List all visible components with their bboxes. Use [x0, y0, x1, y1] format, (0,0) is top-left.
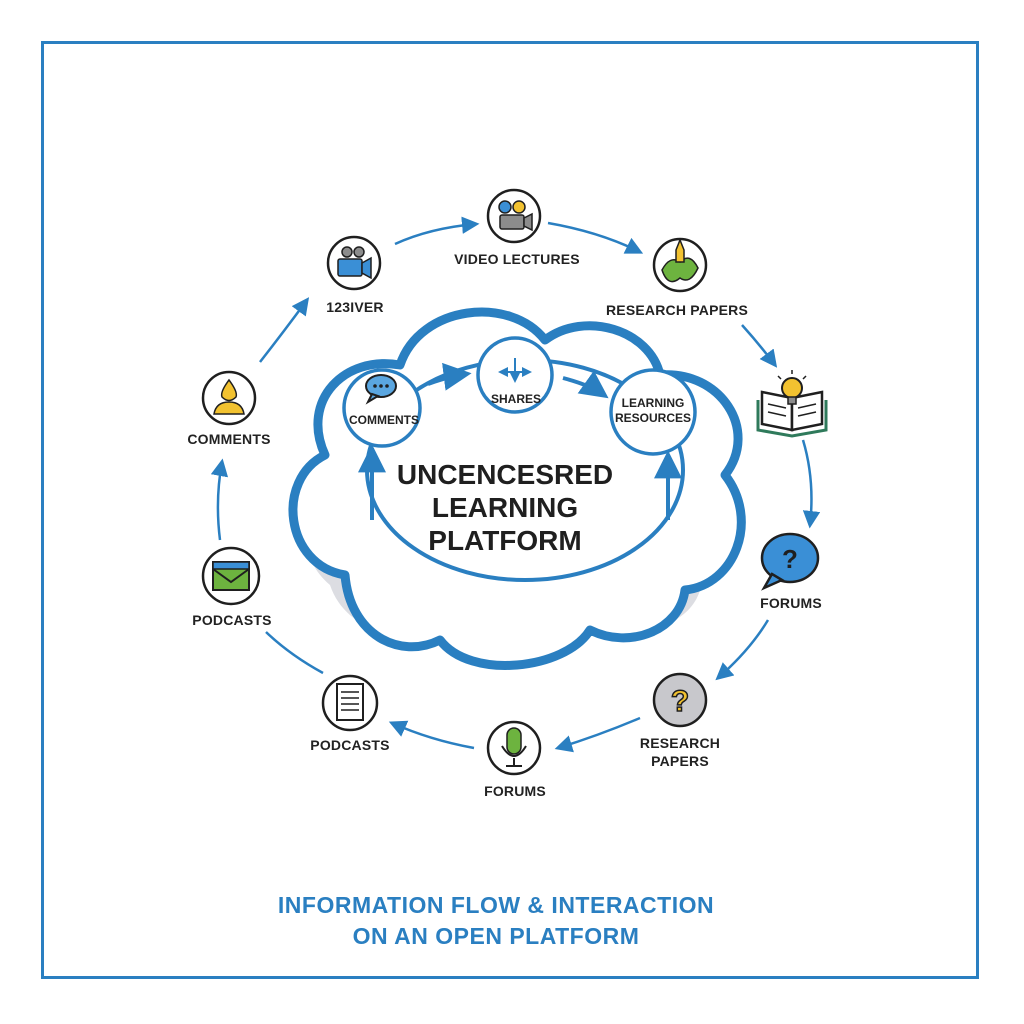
footer-line2: ON AN OPEN PLATFORM — [352, 923, 640, 949]
inner-node-shares[interactable] — [476, 336, 554, 414]
node-forums-right[interactable]: ? — [760, 532, 820, 591]
inner-label-learning-resources: LEARNING RESOURCES — [615, 396, 691, 426]
svg-text:?: ? — [671, 685, 689, 718]
node-research-papers-bottom[interactable]: ? — [652, 672, 708, 728]
chat-bubble-icon — [365, 374, 397, 405]
center-title: UNCENCESRED LEARNING PLATFORM — [375, 458, 635, 557]
label-research-papers-bottom: RESEARCH PAPERS — [620, 734, 740, 770]
label-video-left: 123IVER — [326, 299, 384, 315]
inner-label-learning-resources-line2: RESOURCES — [614, 411, 692, 425]
inner-label-shares: SHARES — [490, 392, 542, 406]
inner-arrows — [358, 362, 682, 520]
label-podcasts-bottom: PODCASTS — [310, 737, 390, 753]
video-camera-icon — [337, 246, 372, 280]
microphone-icon — [501, 727, 527, 767]
inner-node-learning-resources[interactable] — [609, 368, 697, 456]
node-research-papers-top[interactable] — [652, 237, 708, 293]
node-book[interactable] — [756, 370, 828, 438]
center-title-line2: LEARNING — [431, 492, 579, 523]
footer-line1: INFORMATION FLOW & INTERACTION — [277, 892, 715, 918]
camera-people-icon — [498, 200, 533, 232]
node-comments-left[interactable] — [201, 370, 257, 426]
inner-label-comments: COMMENTS — [349, 413, 419, 427]
label-forums-right: FORUMS — [760, 595, 822, 611]
question-circle-icon: ? — [670, 684, 690, 719]
label-podcasts-left: PODCASTS — [192, 612, 272, 628]
node-video-left[interactable] — [326, 235, 382, 291]
document-icon — [336, 683, 364, 721]
envelope-icon — [212, 561, 250, 591]
center-title-line1: UNCENCESRED — [396, 459, 614, 490]
label-forums-bottom: FORUMS — [484, 783, 546, 799]
person-icon — [213, 378, 245, 415]
inner-node-comments[interactable] — [342, 368, 422, 448]
ring-arrows — [210, 216, 821, 753]
open-book-lightbulb-icon — [756, 370, 828, 438]
label-comments-left: COMMENTS — [187, 431, 271, 447]
label-research-papers-bottom-line2: PAPERS — [651, 753, 709, 769]
node-forums-bottom[interactable] — [486, 720, 542, 776]
inner-label-learning-resources-line1: LEARNING — [621, 396, 685, 410]
arrows-share-icon — [498, 358, 532, 383]
node-podcasts-left[interactable] — [201, 546, 261, 606]
question-bubble-icon: ? — [760, 532, 820, 591]
footer-caption: INFORMATION FLOW & INTERACTION ON AN OPE… — [196, 890, 796, 952]
diagram-frame — [41, 41, 979, 979]
label-research-papers-bottom-line1: RESEARCH — [639, 735, 721, 751]
node-video-lectures[interactable] — [486, 188, 542, 244]
node-podcasts-bottom[interactable] — [321, 674, 379, 732]
leaf-icon — [661, 237, 699, 283]
svg-text:?: ? — [782, 544, 798, 574]
label-research-papers-top: RESEARCH PAPERS — [606, 302, 748, 318]
center-title-line3: PLATFORM — [428, 525, 582, 556]
label-video-lectures: VIDEO LECTURES — [454, 251, 580, 267]
